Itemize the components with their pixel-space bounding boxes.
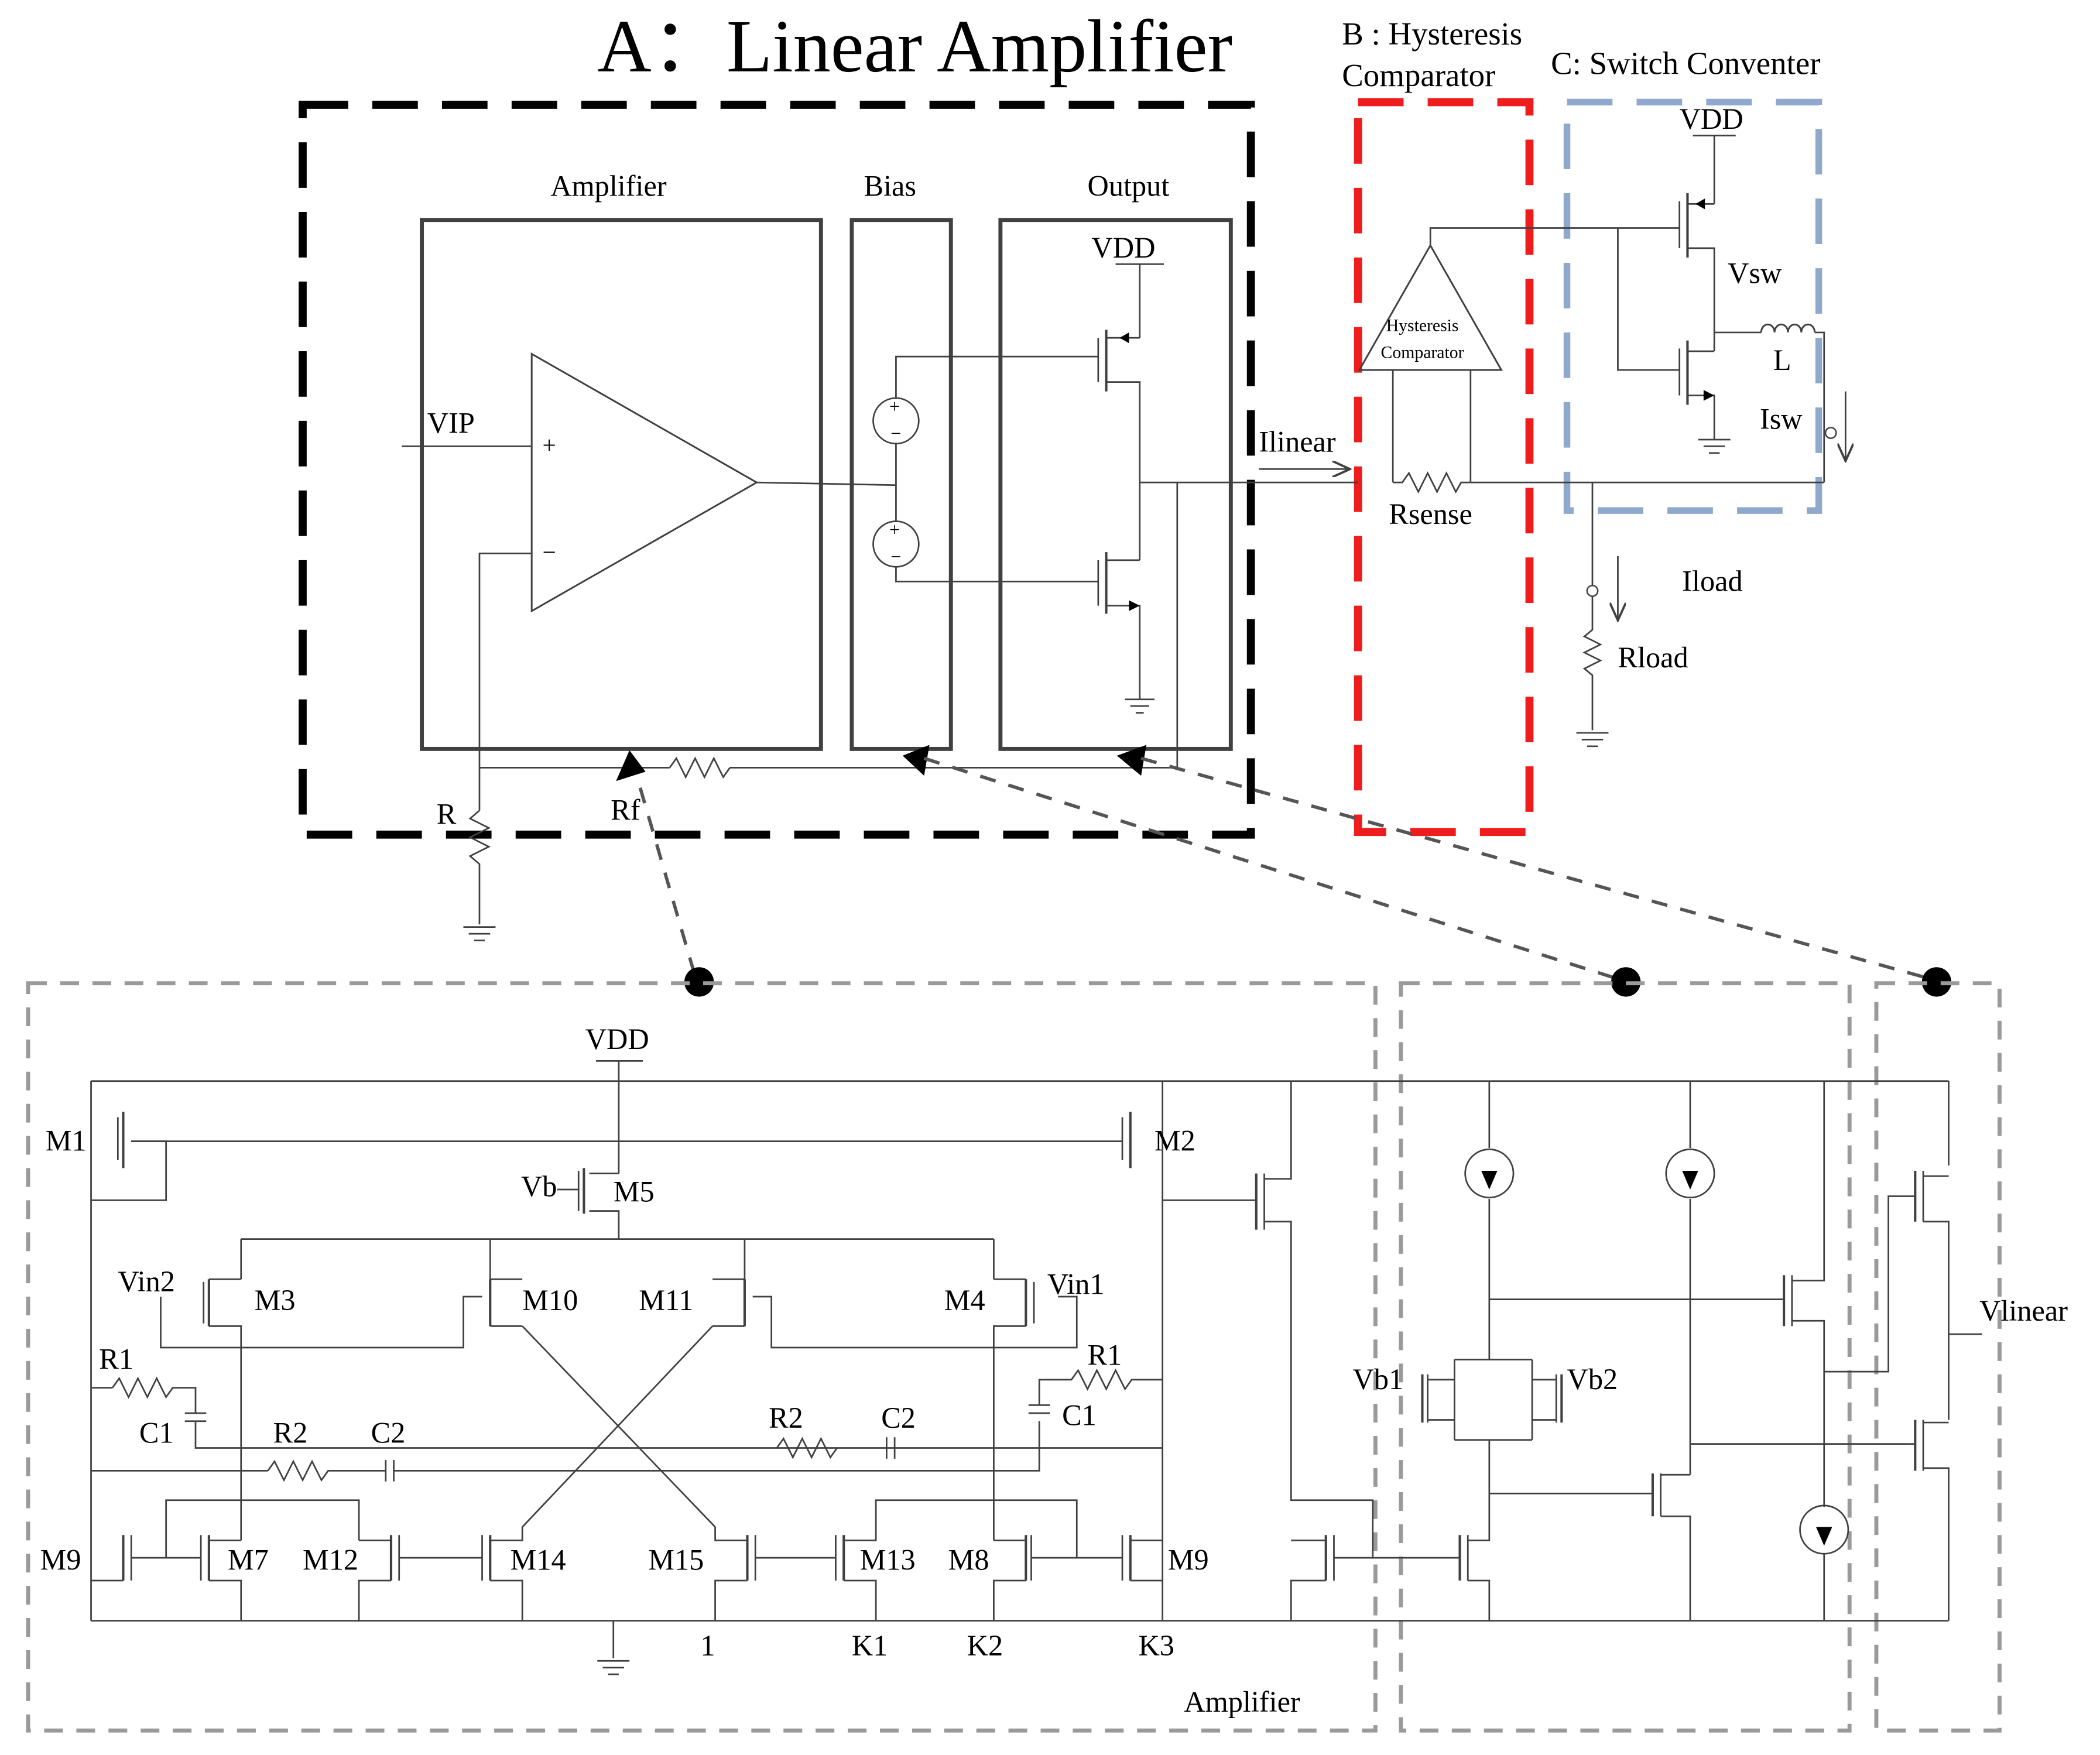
m1-label: M1 — [46, 1125, 87, 1157]
detail-amplifier-frame — [26, 981, 1378, 1733]
k2-label: K2 — [967, 1629, 1003, 1662]
m11-label: M11 — [639, 1284, 693, 1317]
svg-text:+: + — [889, 396, 900, 417]
m4-label: M4 — [944, 1284, 985, 1317]
m14-label: M14 — [511, 1544, 566, 1576]
vin2-label: Vin2 — [118, 1265, 175, 1298]
connector-output — [1140, 756, 1937, 982]
m7-label: M7 — [228, 1544, 269, 1576]
l-label: L — [1773, 344, 1791, 376]
m13-label: M13 — [860, 1544, 916, 1576]
r1-right-label: R1 — [1088, 1339, 1122, 1372]
detail-vdd-label: VDD — [585, 1023, 649, 1055]
hysteresis-comparator-block: Hysteresis Comparator Rsense Ilinear — [1259, 227, 1824, 530]
converter-vdd-label: VDD — [1680, 102, 1743, 135]
dot-amplifier — [684, 967, 714, 997]
vb1-label: Vb1 — [1353, 1363, 1404, 1396]
output-detail — [1824, 1081, 1982, 1621]
m9-left-label: M9 — [40, 1544, 81, 1576]
amplifier-label: Amplifier — [550, 170, 667, 203]
inductor-l — [1760, 323, 1816, 333]
isw-label: Isw — [1760, 403, 1803, 436]
r-label: R — [437, 797, 457, 830]
r2-left-label: R2 — [273, 1416, 308, 1449]
m10-label: M10 — [522, 1284, 578, 1317]
c2-left-label: C2 — [371, 1416, 406, 1449]
rf-label: Rf — [611, 794, 640, 827]
block-b-title-line2: Comparator — [1342, 57, 1495, 93]
pointer-amplifier — [616, 750, 646, 781]
comparator-symbol-line2: Comparator — [1381, 343, 1464, 362]
dot-output — [1921, 967, 1952, 997]
iload-label: Iload — [1682, 564, 1742, 597]
opamp-plus: + — [542, 431, 556, 458]
linear-amplifier-block: Amplifier Bias Output + − VIP + − + − VDD — [402, 170, 1358, 941]
output-vdd-label: VDD — [1091, 231, 1155, 264]
m8-label: M8 — [948, 1544, 989, 1576]
node-1-label: 1 — [700, 1629, 715, 1662]
m9-right-label: M9 — [1168, 1544, 1209, 1576]
k1-label: K1 — [852, 1629, 888, 1662]
svg-text:−: − — [890, 546, 901, 567]
m12-label: M12 — [303, 1544, 358, 1576]
bias-detail — [1372, 1081, 1909, 1621]
m15-label: M15 — [648, 1544, 704, 1576]
vsw-label: Vsw — [1728, 256, 1782, 289]
ilinear-label: Ilinear — [1259, 426, 1336, 458]
amplifier-detail — [90, 1060, 1949, 1675]
dot-bias — [1611, 967, 1641, 997]
block-a-frame — [299, 101, 1255, 839]
bias-detail-arrows — [1481, 1170, 1832, 1546]
block-c-frame — [1563, 98, 1822, 514]
bias-label: Bias — [864, 170, 916, 203]
block-a-title: A：Linear Amplifier — [597, 5, 1232, 88]
pointer-bias — [902, 745, 930, 776]
output-label: Output — [1088, 170, 1170, 203]
block-b-frame — [1354, 98, 1534, 837]
k3-label: K3 — [1138, 1629, 1174, 1662]
r2-right-label: R2 — [769, 1401, 803, 1434]
svg-text:−: − — [890, 423, 901, 444]
detail-output-frame — [1874, 981, 2002, 1733]
c2-right-label: C2 — [881, 1401, 916, 1434]
c1-right-label: C1 — [1062, 1399, 1097, 1432]
vip-label: VIP — [427, 407, 475, 440]
switch-converter-block: VDD Vsw L Isw Iload Rload — [1576, 102, 1846, 748]
rload-label: Rload — [1618, 641, 1688, 674]
block-b-title-line1: B : Hysteresis — [1342, 16, 1522, 52]
opamp-symbol — [530, 352, 759, 613]
block-c-title: C: Switch Conventer — [1551, 45, 1820, 81]
m5-label: M5 — [614, 1175, 655, 1208]
vb2-label: Vb2 — [1567, 1363, 1618, 1396]
m2-label: M2 — [1155, 1125, 1195, 1157]
rsense-label: Rsense — [1389, 498, 1472, 530]
vin1-label: Vin1 — [1047, 1267, 1105, 1300]
detail-bias-frame — [1399, 981, 1852, 1733]
svg-text:+: + — [889, 519, 900, 540]
vb-label: Vb — [521, 1170, 557, 1202]
amplifier-detail-title: Amplifier — [1184, 1685, 1300, 1718]
output-subbox — [998, 218, 1233, 751]
opamp-minus: − — [542, 539, 556, 565]
amplifier-output-branch — [1162, 1081, 1374, 1621]
connector-amplifier — [638, 787, 698, 981]
amplifier-subbox — [420, 218, 823, 751]
comparator-symbol — [1358, 244, 1503, 371]
c1-left-label: C1 — [139, 1416, 174, 1449]
comparator-symbol-line1: Hysteresis — [1386, 317, 1459, 335]
vlinear-label: Vlinear — [1979, 1294, 2068, 1327]
m3-label: M3 — [255, 1284, 296, 1317]
amplifier-detail-labels: VDD M1 M2 Vb M5 Vin2 M3 M10 M11 M4 Vin1 … — [40, 1023, 1300, 1718]
r1-left-label: R1 — [99, 1343, 133, 1376]
connector-bias — [923, 756, 1624, 982]
pointer-output — [1116, 745, 1147, 776]
